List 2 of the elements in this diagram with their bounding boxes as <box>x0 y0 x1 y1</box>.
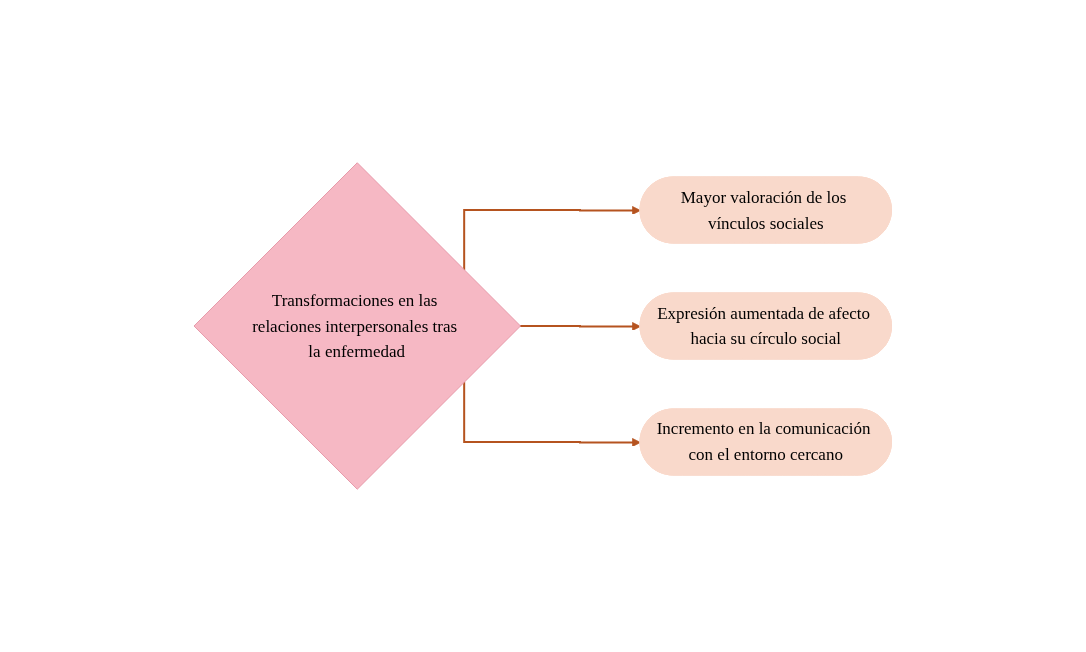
arrow <box>519 322 642 331</box>
node-diamond: Transformaciones en las relaciones interpersonales tras la enfermedad <box>193 162 522 490</box>
